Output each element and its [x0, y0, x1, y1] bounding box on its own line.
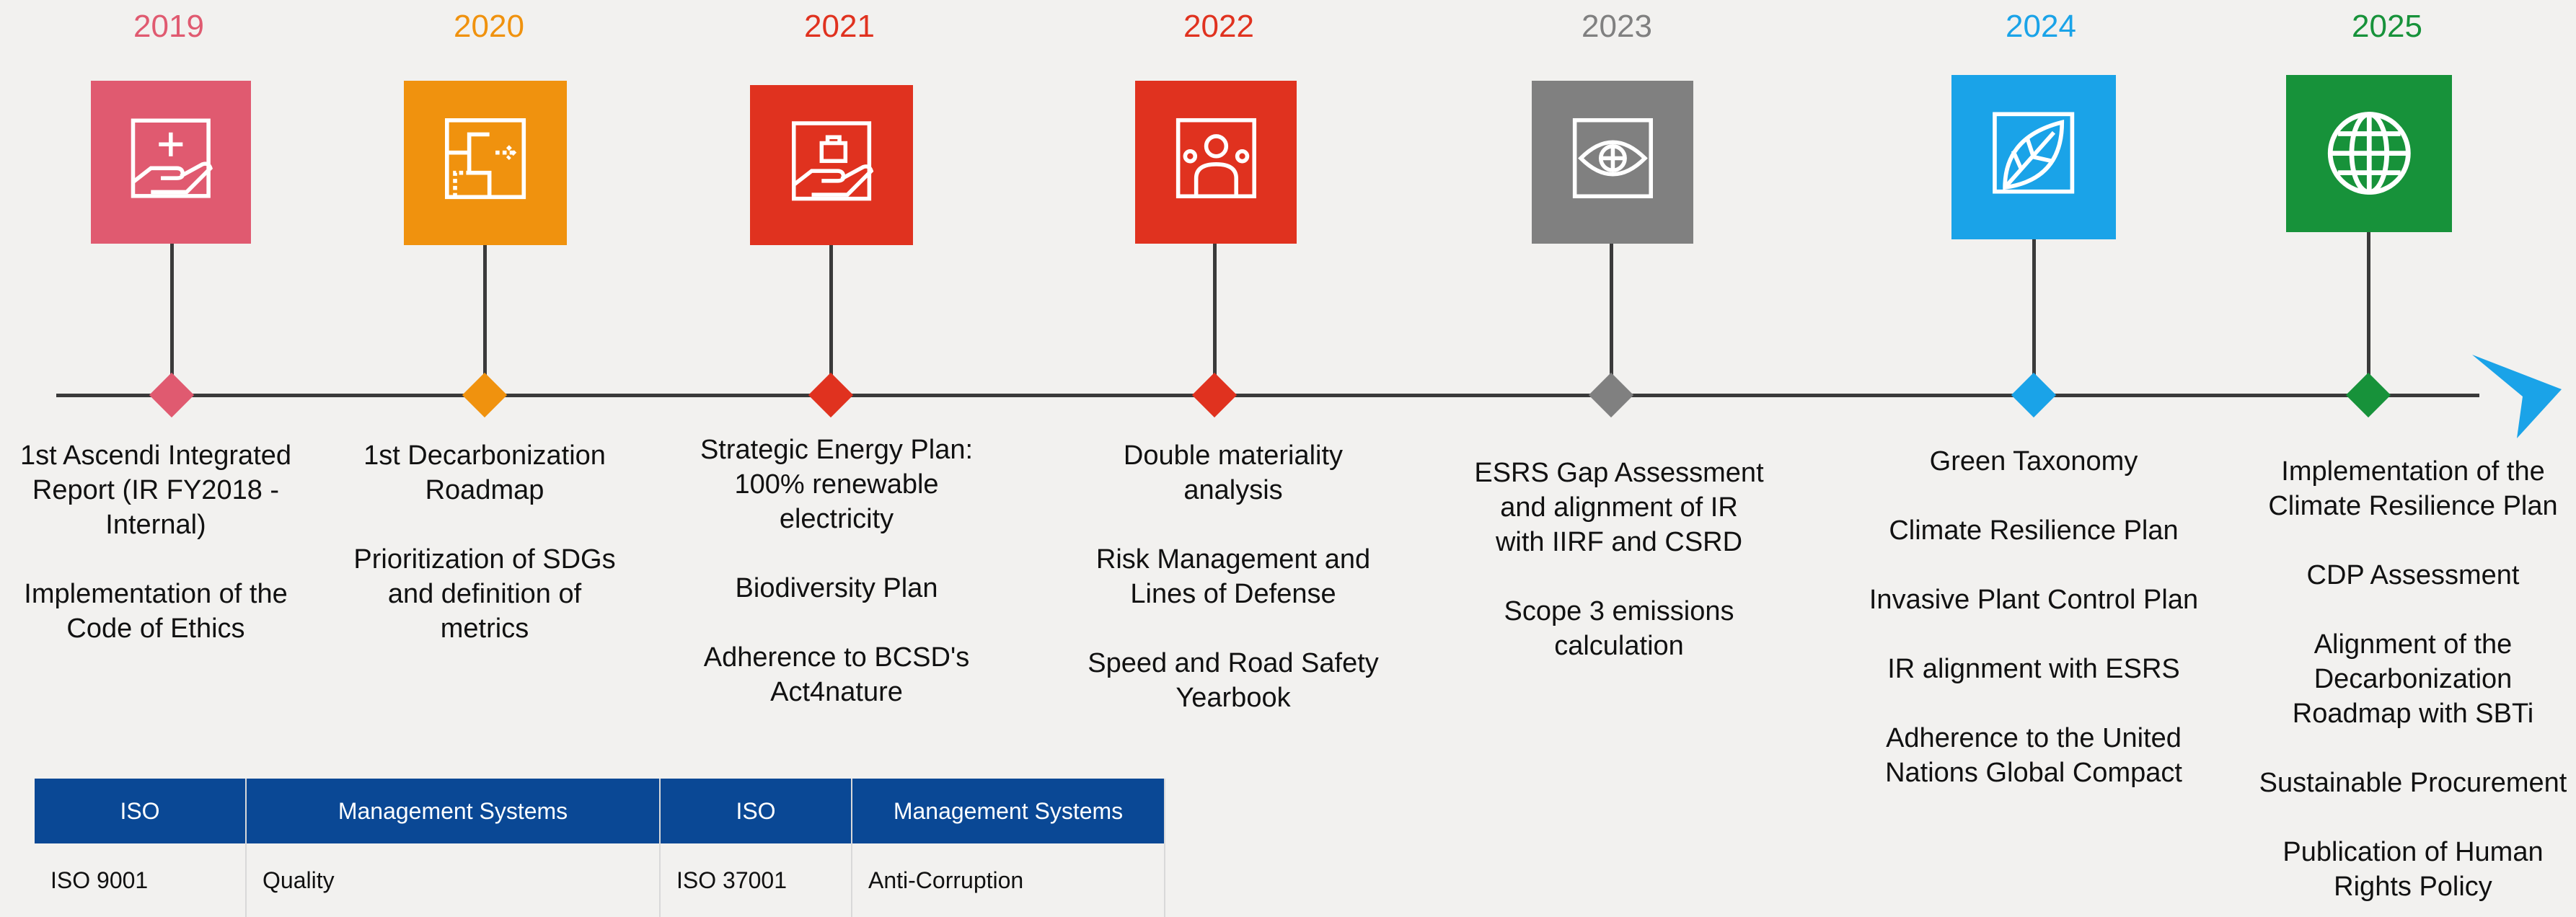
milestone-2023-stem [1610, 244, 1613, 395]
milestone-2022-items: Double materiality analysis Risk Managem… [1075, 438, 1392, 715]
milestone-item: ESRS Gap Assessment and alignment of IR … [1474, 458, 1764, 557]
iso-table-cell: Anti-Corruption [852, 843, 1165, 917]
milestone-2024-items: Green Taxonomy Climate Resilience Plan I… [1853, 444, 2214, 790]
timeline-axis [56, 394, 2479, 397]
iso-table-cell: ISO 37001 [660, 843, 852, 917]
iso-table-header-row: ISO Management Systems ISO Management Sy… [35, 779, 1165, 843]
milestone-item: Adherence to BCSD's Act4nature [703, 642, 970, 707]
milestone-2021-items: Strategic Energy Plan: 100% renewable el… [685, 433, 988, 709]
milestone-item: IR alignment with ESRS [1887, 654, 2180, 684]
milestone-2023-icon-box [1532, 81, 1693, 244]
hand-plus-icon [131, 118, 213, 198]
milestone-2022-icon-box [1135, 81, 1297, 244]
milestone-item: Implementation of the Code of Ethics [24, 579, 288, 644]
milestone-2024-stem [2032, 239, 2036, 395]
iso-table-header: ISO [35, 779, 247, 843]
milestone-2020-icon-box [404, 81, 567, 245]
milestone-2020-marker [462, 372, 508, 418]
milestone-item: Adherence to the United Nations Global C… [1885, 723, 2182, 788]
milestone-2025-icon-box [2286, 75, 2452, 232]
milestone-item: Prioritization of SDGs and definition of… [353, 544, 616, 644]
milestone-2024-marker [2011, 372, 2057, 418]
iso-table-cell: Quality [246, 843, 661, 917]
milestone-item: 1st Decarbonization Roadmap [363, 440, 606, 505]
milestone-2025-items: Implementation of the Climate Resilience… [2250, 454, 2576, 904]
milestone-item: Green Taxonomy [1929, 446, 2138, 477]
milestone-item: CDP Assessment [2306, 560, 2520, 590]
year-label-2020: 2020 [454, 9, 524, 44]
milestone-item: Strategic Energy Plan: 100% renewable el… [700, 435, 974, 534]
milestone-item: Speed and Road Safety Yearbook [1088, 648, 1379, 713]
milestone-2025-stem [2367, 232, 2370, 395]
milestone-2020-items: 1st Decarbonization Roadmap Prioritizati… [326, 438, 643, 646]
milestone-2021-marker [808, 372, 854, 418]
globe-icon [2327, 112, 2411, 195]
milestone-2022-marker [1191, 372, 1238, 418]
milestone-item: Sustainable Procurement [2259, 768, 2567, 798]
milestone-item: Risk Management and Lines of Defense [1095, 544, 1371, 609]
iso-table-header: Management Systems [852, 779, 1165, 843]
milestone-2023-marker [1588, 372, 1634, 418]
milestone-2020-stem [483, 245, 487, 395]
year-label-2024: 2024 [2006, 9, 2076, 44]
leaf-icon [1993, 112, 2075, 194]
milestone-item: 1st Ascendi Integrated Report (IR FY2018… [19, 440, 292, 540]
milestone-2019-items: 1st Ascendi Integrated Report (IR FY2018… [0, 438, 312, 646]
year-label-2025: 2025 [2352, 9, 2422, 44]
year-label-2019: 2019 [133, 9, 204, 44]
milestone-item: Scope 3 emissions calculation [1504, 596, 1734, 661]
iso-table: ISO Management Systems ISO Management Sy… [35, 779, 1165, 917]
milestone-item: Publication of Human Rights Policy [2282, 837, 2544, 902]
milestone-2019-stem [170, 244, 174, 395]
iso-table-header: Management Systems [246, 779, 661, 843]
iso-table-header: ISO [660, 779, 852, 843]
milestone-item: Double materiality analysis [1123, 440, 1344, 505]
table-row: ISO 9001 Quality ISO 37001 Anti-Corrupti… [35, 843, 1165, 917]
roadmap-icon [444, 118, 526, 200]
milestone-2022-stem [1213, 244, 1217, 395]
milestone-2019-icon-box [91, 81, 251, 244]
milestone-2024-icon-box [1951, 75, 2116, 239]
milestone-item: Implementation of the Climate Resilience… [2268, 456, 2558, 521]
meeting-icon [1175, 118, 1256, 198]
milestone-2021-icon-box [750, 85, 913, 245]
year-label-2023: 2023 [1582, 9, 1652, 44]
milestone-item: Climate Resilience Plan [1889, 515, 2179, 546]
eye-icon [1572, 118, 1653, 198]
hand-briefcase-icon [791, 121, 874, 201]
milestone-2023-items: ESRS Gap Assessment and alignment of IR … [1464, 456, 1774, 663]
year-label-2022: 2022 [1183, 9, 1254, 44]
milestone-2021-stem [829, 245, 833, 395]
iso-table-cell: ISO 9001 [35, 843, 247, 917]
year-label-2021: 2021 [804, 9, 875, 44]
milestone-item: Biodiversity Plan [735, 573, 938, 603]
timeline-arrowhead [2472, 355, 2562, 438]
milestone-item: Invasive Plant Control Plan [1869, 585, 2199, 615]
milestone-item: Alignment of the Decarbonization Roadmap… [2292, 629, 2534, 729]
milestone-2025-marker [2345, 372, 2391, 418]
milestone-2019-marker [149, 372, 195, 418]
